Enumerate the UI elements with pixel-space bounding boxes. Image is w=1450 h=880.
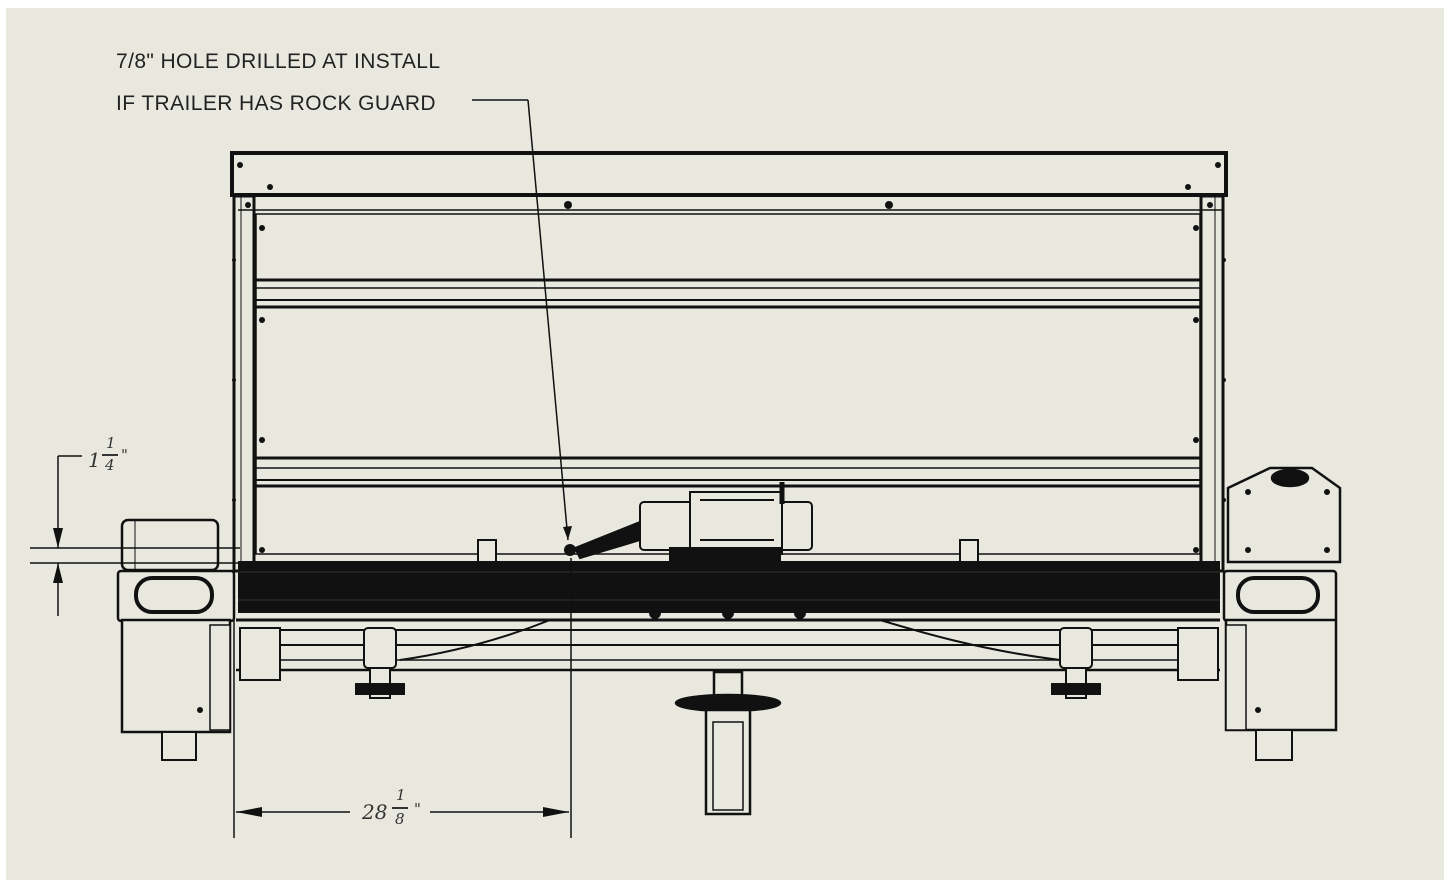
winch [573,482,813,563]
dim-h-whole: 28 [362,800,388,824]
dim-h-numerator: 1 [396,786,406,804]
dim-v-denominator: 4 [105,456,115,474]
dim-v-unit: " [121,446,128,464]
right-tail-light [1222,466,1342,761]
dim-v-whole: 1 [88,448,101,472]
dim-v-numerator: 1 [106,434,116,452]
left-tail-light [116,518,236,761]
dim-h-denominator: 8 [395,810,405,828]
main-beam [238,561,1220,613]
install-note-line-1: 7/8" HOLE DRILLED AT INSTALL [116,50,441,73]
dim-h-fraction-bar [392,807,408,809]
dim-v-fraction-bar [102,454,118,456]
dim-h-unit: " [414,800,421,818]
install-note-line-2: IF TRAILER HAS ROCK GUARD [116,92,436,115]
jack-stand [674,670,782,816]
